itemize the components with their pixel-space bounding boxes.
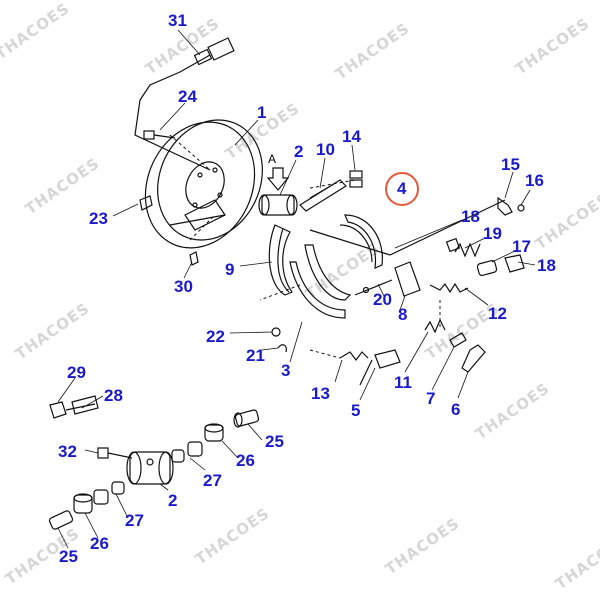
part-label-2-lower[interactable]: 2 — [168, 491, 178, 510]
part-label-7[interactable]: 7 — [426, 389, 436, 408]
part-label-26-lower[interactable]: 26 — [90, 534, 109, 553]
part-label-26-upper[interactable]: 26 — [236, 451, 255, 470]
view-arrow-icon — [266, 167, 290, 191]
part-label-18-upper[interactable]: 18 — [461, 207, 480, 226]
part-label-25-lower[interactable]: 25 — [59, 547, 78, 566]
part-label-25-upper[interactable]: 25 — [265, 432, 284, 451]
part-label-9[interactable]: 9 — [225, 260, 235, 279]
part-label-8[interactable]: 8 — [398, 305, 408, 324]
watermark-text: THACOES — [192, 504, 273, 568]
parking-lever-drawing — [461, 344, 486, 373]
part-label-22[interactable]: 22 — [206, 327, 225, 346]
brake-shoe-right-drawing — [339, 214, 383, 269]
brake-shoe-left-drawing — [268, 224, 293, 296]
part-label-19[interactable]: 19 — [483, 224, 502, 243]
part-label-3[interactable]: 3 — [281, 361, 291, 380]
wheel-cylinder-drawing — [258, 194, 298, 216]
backing-plate-drawing — [144, 119, 263, 249]
washer-icon — [271, 327, 281, 337]
part-label-23[interactable]: 23 — [89, 209, 108, 228]
collar-drawing — [476, 259, 498, 277]
part-label-11[interactable]: 11 — [394, 373, 412, 392]
watermark-text: THACOES — [332, 19, 413, 83]
pin-drawing — [449, 332, 467, 348]
leader-lines — [169, 134, 441, 359]
watermark-text: THACOES — [472, 379, 553, 443]
return-spring-drawing — [429, 282, 469, 294]
part-label-16[interactable]: 16 — [525, 171, 544, 190]
part-label-20[interactable]: 20 — [373, 290, 392, 309]
part-label-28[interactable]: 28 — [104, 386, 123, 405]
watermark-text: THACOES — [512, 14, 593, 78]
clip-23-icon — [139, 195, 153, 211]
part-label-18-lower[interactable]: 18 — [537, 256, 556, 275]
part-label-32[interactable]: 32 — [58, 442, 77, 461]
brake-shoe-lower-drawing — [289, 244, 352, 319]
part-label-30[interactable]: 30 — [174, 277, 193, 296]
part-label-17[interactable]: 17 — [512, 237, 531, 256]
cup-26-lower-drawing — [73, 493, 93, 514]
watermark-text: THACOES — [532, 189, 600, 253]
part-label-12[interactable]: 12 — [488, 304, 507, 323]
watermark-text: THACOES — [552, 529, 600, 593]
piston-25-lower-drawing — [48, 510, 74, 530]
highlight-ring — [385, 172, 419, 206]
part-label-4[interactable]: 4 — [397, 179, 407, 198]
part-label-1[interactable]: 1 — [257, 103, 267, 122]
watermark-text: THACOES — [12, 299, 93, 363]
brake-cable-line — [309, 199, 506, 256]
cable-connector-icon — [193, 37, 235, 66]
lower-wheel-cylinder-drawing — [126, 451, 174, 485]
seal-27-drawing — [171, 441, 203, 463]
small-pin-icon — [517, 204, 525, 212]
view-marker-label: A — [268, 152, 276, 166]
adjusting-screw-drawing — [374, 349, 401, 369]
spring-clip-drawing — [349, 170, 363, 188]
bleeder-icon — [189, 251, 199, 266]
part-label-2-upper[interactable]: 2 — [294, 142, 304, 161]
spring-seat-drawing — [445, 237, 461, 253]
coil-spring-drawing — [454, 242, 481, 258]
bleeder-fitting-drawing — [49, 395, 99, 419]
label-leaders — [57, 29, 536, 549]
part-label-24[interactable]: 24 — [178, 87, 197, 106]
cable-end-bracket — [497, 196, 513, 216]
part-label-5[interactable]: 5 — [351, 401, 361, 420]
part-label-27-upper[interactable]: 27 — [203, 471, 222, 490]
part-label-31[interactable]: 31 — [168, 11, 187, 30]
part-label-14[interactable]: 14 — [342, 127, 361, 146]
bolt-32-drawing — [97, 447, 133, 459]
adjuster-drawing — [299, 179, 347, 212]
piston-25-drawing — [233, 409, 260, 428]
cup-26-drawing — [204, 423, 224, 442]
part-label-27-lower[interactable]: 27 — [125, 511, 144, 530]
nut-drawing — [504, 254, 525, 273]
part-label-21[interactable]: 21 — [246, 346, 265, 365]
watermark-text: THACOES — [382, 514, 463, 578]
lever-drawing — [354, 261, 421, 297]
part-label-6[interactable]: 6 — [451, 400, 461, 419]
hold-down-spring-drawing — [424, 318, 446, 334]
clip-icon — [277, 344, 287, 353]
part-label-10[interactable]: 10 — [316, 140, 335, 159]
part-label-29[interactable]: 29 — [67, 363, 86, 382]
part-label-13[interactable]: 13 — [311, 384, 330, 403]
parking-cable — [134, 54, 211, 171]
adjuster-spring-drawing — [339, 351, 369, 361]
watermark-text: THACOES — [0, 0, 73, 63]
part-label-15[interactable]: 15 — [501, 155, 520, 174]
seal-27-lower-drawing — [93, 481, 125, 505]
